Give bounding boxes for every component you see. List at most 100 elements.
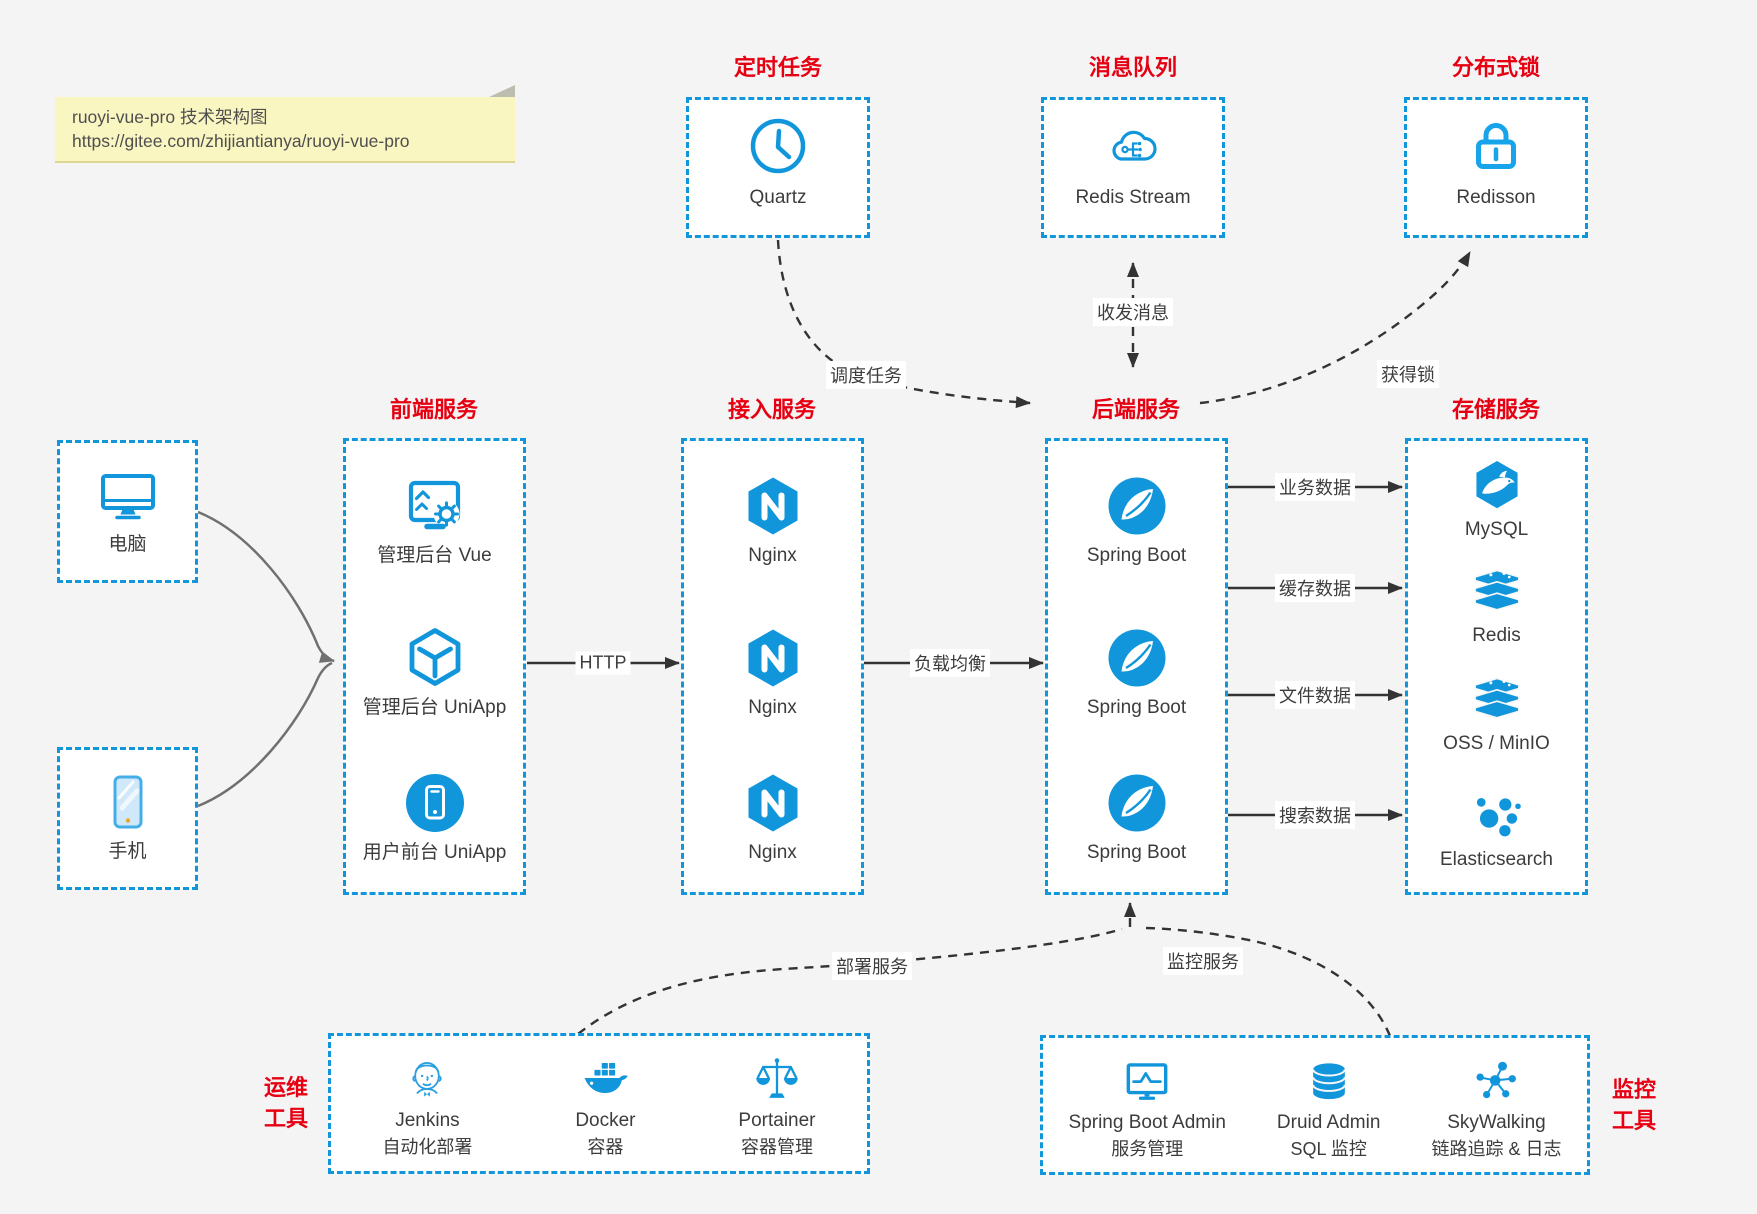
edge-label-business-data: 业务数据 bbox=[1275, 473, 1355, 501]
jenkins-icon bbox=[401, 1054, 453, 1106]
sticky-note: ruoyi-vue-pro 技术架构图 https://gitee.com/zh… bbox=[55, 85, 515, 163]
node-label: 管理后台 UniApp bbox=[362, 697, 507, 718]
node-sublabel: 自动化部署 bbox=[382, 1137, 473, 1157]
note-url: https://gitee.com/zhijiantianya/ruoyi-vu… bbox=[72, 131, 410, 151]
title-backend-services: 后端服务 bbox=[1091, 397, 1181, 422]
edge-lock-line bbox=[1199, 251, 1472, 405]
node-sublabel: 链路追踪 & 日志 bbox=[1431, 1139, 1562, 1159]
node-sublabel: 容器管理 bbox=[740, 1137, 813, 1157]
node-user-uniapp: 用户前台 UniApp bbox=[346, 771, 523, 865]
note-title: ruoyi-vue-pro 技术架构图 bbox=[72, 107, 268, 127]
monitor-chart-icon bbox=[1121, 1056, 1173, 1108]
node-jenkins: Jenkins 自动化部署 bbox=[382, 1054, 472, 1159]
title-scheduled-tasks: 定时任务 bbox=[733, 55, 823, 80]
node-skywalking: SkyWalking 链路追踪 & 日志 bbox=[1431, 1056, 1561, 1161]
nginx-icon bbox=[741, 771, 805, 835]
title-frontend-services: 前端服务 bbox=[389, 397, 479, 422]
title-storage-services: 存储服务 bbox=[1451, 397, 1541, 422]
admin-dashboard-icon bbox=[403, 474, 467, 538]
cloud-network-icon bbox=[1101, 114, 1165, 178]
node-elasticsearch: Elasticsearch bbox=[1408, 787, 1585, 872]
node-label: Druid Admin bbox=[1276, 1112, 1381, 1133]
node-label: 用户前台 UniApp bbox=[362, 842, 507, 863]
node-sublabel: 容器 bbox=[587, 1137, 624, 1157]
elasticsearch-icon bbox=[1469, 787, 1525, 843]
node-label: Nginx bbox=[748, 842, 797, 863]
gateway-box: Nginx Nginx Nginx bbox=[681, 438, 864, 895]
storage-box: MySQL Redis OSS / MinIO Elasticsearch bbox=[1405, 438, 1588, 895]
node-redis: Redis bbox=[1408, 563, 1585, 648]
mobile-app-icon bbox=[403, 771, 467, 835]
node-nginx-3: Nginx bbox=[684, 771, 861, 865]
node-label: MySQL bbox=[1464, 519, 1529, 540]
node-springboot-admin: Spring Boot Admin 服务管理 bbox=[1069, 1056, 1226, 1161]
node-label: 管理后台 Vue bbox=[377, 545, 492, 566]
side-label-line: 运维 bbox=[263, 1075, 308, 1100]
node-label: Portainer bbox=[738, 1110, 816, 1131]
node-label: Spring Boot bbox=[1086, 697, 1187, 718]
title-gateway-services: 接入服务 bbox=[727, 397, 817, 422]
desktop-client-box: 电脑 bbox=[57, 440, 198, 583]
smartphone-icon bbox=[96, 770, 160, 834]
edge-label-http: HTTP bbox=[575, 651, 631, 675]
edge-label-deploy: 部署服务 bbox=[832, 952, 912, 980]
monitoring-tools-side-label: 监控 工具 bbox=[1602, 1074, 1666, 1136]
node-label: Jenkins bbox=[395, 1110, 460, 1131]
node-label: Spring Boot bbox=[1086, 842, 1187, 863]
edge-label-load-balance: 负载均衡 bbox=[910, 649, 990, 677]
quartz-box: Quartz bbox=[686, 97, 870, 238]
backend-box: Spring Boot Spring Boot Spring Boot bbox=[1045, 438, 1228, 895]
node-label: OSS / MinIO bbox=[1443, 733, 1550, 754]
ops-tools-box: Jenkins 自动化部署 Docker 容器 Portainer 容器管理 bbox=[328, 1033, 870, 1174]
portainer-icon bbox=[751, 1054, 803, 1106]
node-docker: Docker 容器 bbox=[575, 1054, 636, 1159]
redis-stream-box: Redis Stream bbox=[1041, 97, 1225, 238]
edge-label-schedule: 调度任务 bbox=[826, 361, 906, 389]
monitoring-tools-box: Spring Boot Admin 服务管理 Druid Admin SQL 监… bbox=[1040, 1035, 1590, 1175]
node-label: SkyWalking bbox=[1447, 1112, 1546, 1133]
lock-icon bbox=[1464, 114, 1528, 178]
node-nginx-1: Nginx bbox=[684, 474, 861, 568]
node-admin-vue: 管理后台 Vue bbox=[346, 474, 523, 568]
node-label: Spring Boot bbox=[1086, 545, 1187, 566]
redisson-box: Redisson bbox=[1404, 97, 1588, 238]
edge-label-monitor: 监控服务 bbox=[1163, 947, 1243, 975]
node-druid-admin: Druid Admin SQL 监控 bbox=[1276, 1056, 1381, 1161]
spring-icon bbox=[1105, 626, 1169, 690]
title-message-queue: 消息队列 bbox=[1088, 55, 1178, 80]
edge-deploy-line bbox=[577, 927, 1123, 1035]
side-label-line: 工具 bbox=[1611, 1108, 1656, 1133]
node-springboot-1: Spring Boot bbox=[1048, 474, 1225, 568]
spring-icon bbox=[1105, 474, 1169, 538]
nginx-icon bbox=[741, 626, 805, 690]
side-label-line: 工具 bbox=[263, 1106, 308, 1131]
edge-desktop-to-frontend bbox=[197, 510, 335, 663]
docker-icon bbox=[579, 1054, 631, 1106]
edge-label-file-data: 文件数据 bbox=[1275, 681, 1355, 709]
node-portainer: Portainer 容器管理 bbox=[738, 1054, 816, 1159]
node-label: Redisson bbox=[1456, 187, 1536, 208]
clock-icon bbox=[746, 114, 810, 178]
node-label: Spring Boot Admin bbox=[1068, 1112, 1226, 1133]
node-label: 电脑 bbox=[108, 534, 147, 555]
spring-icon bbox=[1105, 771, 1169, 835]
edge-phone-to-frontend bbox=[197, 661, 333, 808]
mysql-icon bbox=[1469, 457, 1525, 513]
node-springboot-2: Spring Boot bbox=[1048, 626, 1225, 720]
database-icon bbox=[1303, 1056, 1355, 1108]
node-label: 手机 bbox=[108, 841, 147, 862]
redis-stack-icon bbox=[1469, 563, 1525, 619]
node-label: Redis bbox=[1472, 625, 1521, 646]
node-sublabel: SQL 监控 bbox=[1290, 1139, 1367, 1159]
node-admin-uniapp: 管理后台 UniApp bbox=[346, 626, 523, 720]
title-distributed-lock: 分布式锁 bbox=[1451, 55, 1541, 80]
node-label: Docker bbox=[575, 1110, 636, 1131]
node-springboot-3: Spring Boot bbox=[1048, 771, 1225, 865]
storage-stack-icon bbox=[1469, 671, 1525, 727]
desktop-icon bbox=[96, 463, 160, 527]
edge-label-cache-data: 缓存数据 bbox=[1275, 574, 1355, 602]
edge-label-search-data: 搜索数据 bbox=[1275, 801, 1355, 829]
node-oss-minio: OSS / MinIO bbox=[1408, 671, 1585, 756]
node-label: Nginx bbox=[748, 697, 797, 718]
